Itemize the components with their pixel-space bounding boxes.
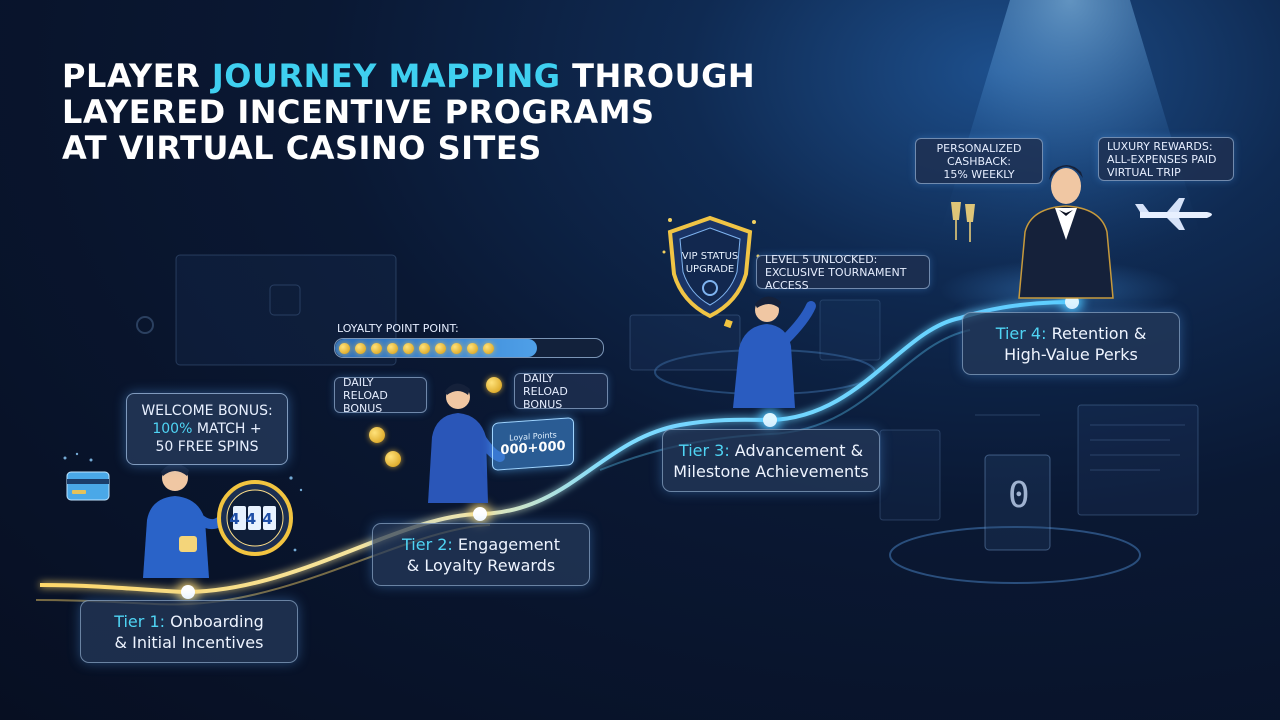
coin-icon — [369, 427, 385, 443]
loyalty-card-display: Loyal Points 000+000 — [492, 417, 574, 471]
page-title: PLAYER JOURNEY MAPPING THROUGH LAYERED I… — [62, 58, 755, 166]
tier-3-illustration — [723, 296, 816, 408]
loyalty-progress-fill — [335, 339, 538, 357]
luxury-rewards-callout: LUXURY REWARDS: ALL-EXPENSES PAID VIRTUA… — [1098, 137, 1234, 181]
person-figure — [733, 296, 816, 408]
tier-4-box: Tier 4: Retention & High-Value Perks — [962, 312, 1180, 375]
tier-1-box: Tier 1: Onboarding & Initial Incentives — [80, 600, 298, 663]
person-figure — [143, 463, 230, 578]
loyalty-points-label: LOYALTY POINT POINT: — [337, 322, 459, 335]
cashback-callout: PERSONALIZED CASHBACK: 15% WEEKLY — [915, 138, 1043, 184]
shield-icon: VIP STATUS UPGRADE — [662, 215, 760, 319]
tier-2-box: Tier 2: Engagement & Loyalty Rewards — [372, 523, 590, 586]
title-accent: JOURNEY MAPPING — [211, 57, 561, 95]
welcome-bonus-callout: WELCOME BONUS: 100% MATCH + 50 FREE SPIN… — [126, 393, 288, 465]
tier-1-illustration: 444 — [63, 452, 303, 578]
title-line-2: LAYERED INCENTIVE PROGRAMS — [62, 93, 655, 131]
person-figure — [428, 383, 505, 503]
svg-text:VIP STATUS: VIP STATUS — [682, 251, 739, 262]
champagne-icon — [951, 202, 975, 242]
tier-2-node — [473, 507, 487, 521]
daily-reload-callout-right: DAILY RELOAD BONUS — [514, 372, 608, 411]
title-line-1: PLAYER JOURNEY MAPPING THROUGH — [62, 57, 756, 95]
tier-3-box: Tier 3: Advancement & Milestone Achievem… — [662, 429, 880, 492]
tier-1-node — [181, 585, 195, 599]
title-line-3: AT VIRTUAL CASINO SITES — [62, 129, 542, 167]
coin-icon — [385, 451, 401, 467]
level-unlocked-callout: LEVEL 5 UNLOCKED: EXCLUSIVE TOURNAMENT A… — [756, 253, 930, 292]
coin-icon — [486, 377, 502, 393]
tablet-symbol: 0 — [1008, 475, 1030, 516]
tier-4-illustration — [951, 165, 1212, 299]
daily-reload-callout-left: DAILY RELOAD BONUS — [334, 376, 427, 415]
credit-card-icon — [66, 471, 110, 501]
card-balance-value: 000+000 — [500, 438, 566, 459]
host-figure — [1018, 165, 1114, 299]
loyalty-progress-bar — [334, 338, 604, 358]
svg-text:UPGRADE: UPGRADE — [686, 264, 735, 275]
tier-3-node — [763, 413, 777, 427]
slot-machine-icon: 444 — [217, 480, 293, 556]
svg-text:444: 444 — [229, 510, 278, 528]
airplane-icon — [1135, 198, 1212, 230]
